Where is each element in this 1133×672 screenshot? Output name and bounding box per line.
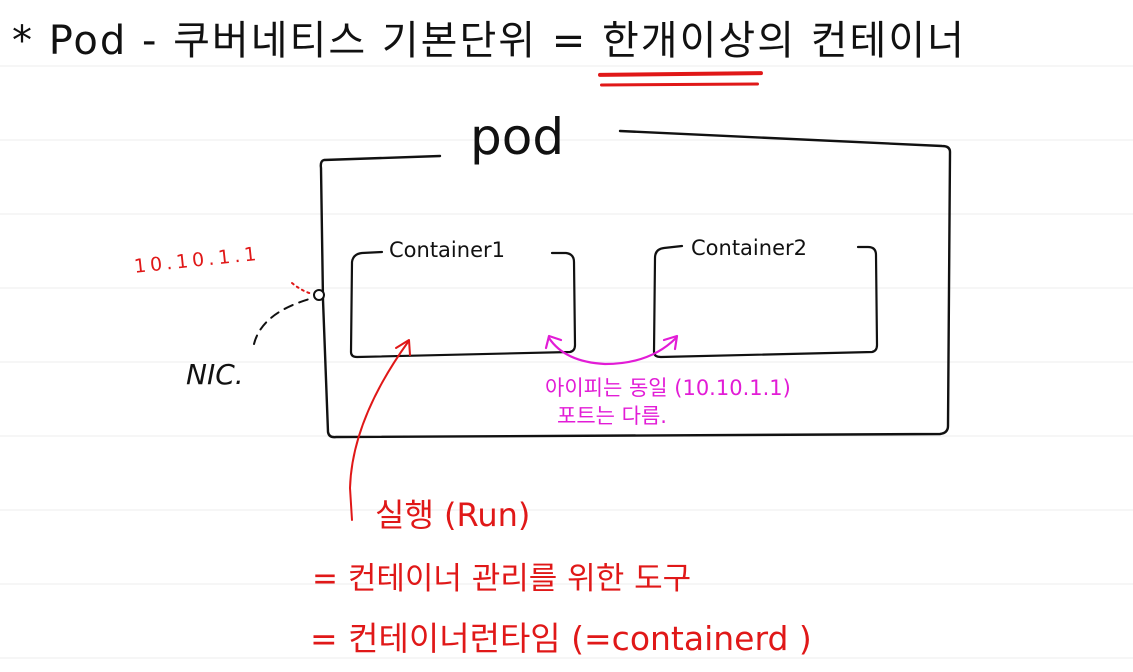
different-port-note: 포트는 다름. — [557, 404, 667, 428]
pod-box — [319, 129, 952, 439]
container2-box — [652, 244, 879, 359]
pod-label: pod — [470, 108, 565, 166]
arrowhead-left — [544, 334, 563, 350]
ip-connector — [291, 282, 314, 295]
nic-port — [313, 289, 325, 301]
shared-ip-note: 아이피는 동일 (10.10.1.1) — [545, 376, 791, 400]
title-underlined: 한개이상 — [602, 18, 758, 64]
title-suffix: 의 컨테이너 — [757, 18, 966, 64]
container-runtime-label: = 컨테이너런타임 (=containerd ) — [310, 619, 812, 658]
container2-label: Container2 — [691, 236, 807, 260]
nic-connector — [253, 297, 314, 345]
arrowhead-right — [662, 334, 679, 351]
container1-label: Container1 — [389, 238, 505, 262]
page-title: * Pod - 쿠버네티스 기본단위 = 한개이상의 컨테이너 — [12, 8, 966, 66]
container1-box — [349, 250, 577, 359]
management-tool-label: = 컨테이너 관리를 위한 도구 — [312, 561, 692, 597]
run-arrowhead — [395, 339, 411, 356]
nic-label: NIC. — [186, 358, 244, 391]
run-label: 실행 (Run) — [375, 496, 531, 534]
shared-ip-arrow — [547, 336, 678, 366]
title-prefix: * Pod - 쿠버네티스 기본단위 = — [12, 18, 602, 64]
run-arrow — [348, 341, 409, 521]
